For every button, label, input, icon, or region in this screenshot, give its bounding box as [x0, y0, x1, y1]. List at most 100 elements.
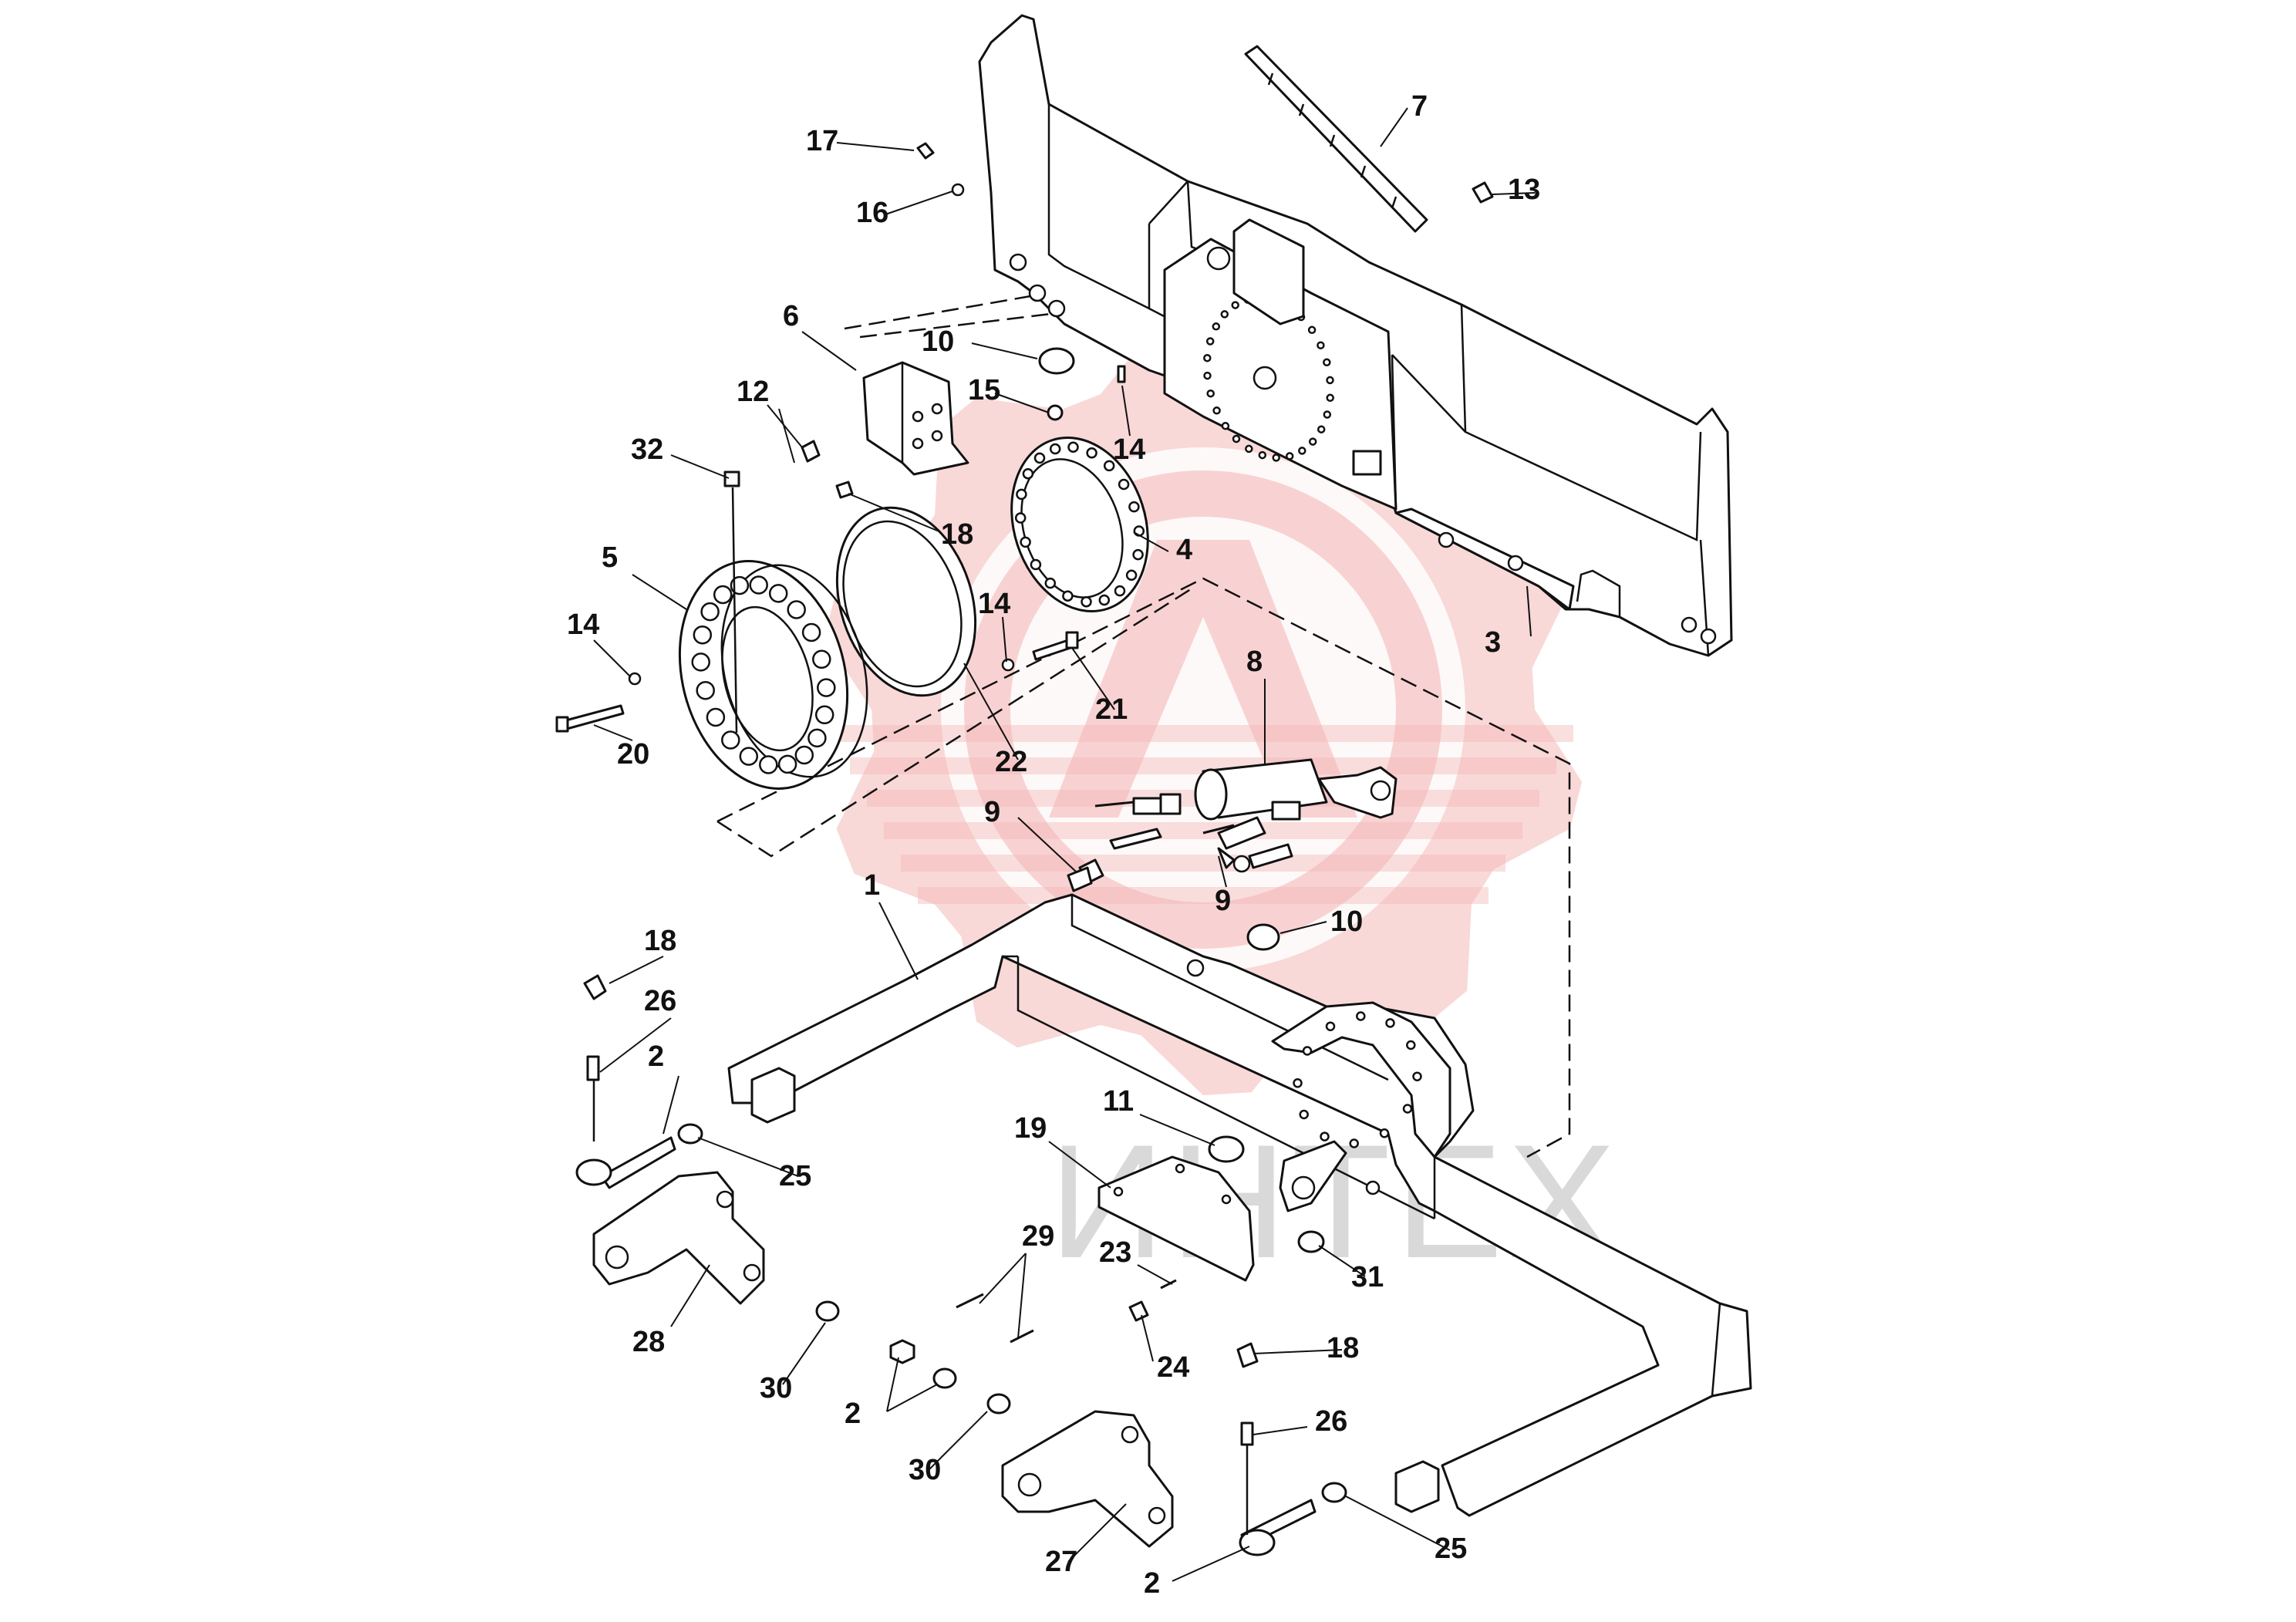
right-arm-assembly [932, 1279, 1347, 1556]
bolt-hole [1299, 1109, 1309, 1120]
part-8-hydraulic-cylinder [1078, 758, 1397, 885]
bolt-hole [1118, 478, 1130, 491]
leader-line [1139, 1114, 1215, 1146]
bolt-hole [1044, 577, 1057, 589]
bolt-hole [759, 755, 778, 774]
bolt-hole [749, 575, 768, 595]
bolt-hole [1033, 452, 1046, 464]
bolt-hole [1258, 450, 1267, 460]
callout-9: 9 [984, 796, 1000, 828]
bolt-hole [1323, 358, 1331, 367]
callout-29: 29 [1022, 1220, 1054, 1253]
bolt-hole [814, 705, 834, 725]
callout-10: 10 [922, 325, 954, 358]
bolt-hole [1098, 594, 1111, 606]
callout-18: 18 [644, 925, 676, 957]
callout-20: 20 [617, 738, 649, 771]
callout-15: 15 [968, 374, 1000, 406]
callout-23: 23 [1099, 1236, 1131, 1269]
callout-26: 26 [644, 985, 676, 1017]
bolt-hole [1402, 1104, 1413, 1114]
bolt-hole [1325, 1021, 1336, 1031]
leader-line [697, 1137, 799, 1177]
callout-17: 17 [806, 125, 838, 157]
callout-32: 32 [631, 433, 663, 466]
callout-14: 14 [978, 588, 1010, 620]
callout-2: 2 [1144, 1567, 1160, 1600]
bolt-hole [1412, 1071, 1422, 1081]
leader-line [836, 142, 915, 151]
leader-line [593, 639, 632, 678]
leader-line [670, 1264, 710, 1327]
bolt-hole [1221, 421, 1230, 430]
callout-14: 14 [1113, 433, 1145, 466]
bolt-hole [739, 747, 759, 766]
leader-line [1318, 1245, 1366, 1277]
bolt-hole [1114, 585, 1126, 597]
part-1-main-frame [727, 893, 1752, 1517]
leader-line [848, 493, 942, 533]
bolt-hole [1132, 548, 1144, 561]
callout-24: 24 [1157, 1351, 1189, 1384]
bolt-hole [794, 745, 814, 765]
ring-bolt-holes [1014, 441, 1145, 608]
bolt-hole [1203, 353, 1212, 363]
callout-28: 28 [632, 1326, 665, 1358]
leader-line [1121, 385, 1131, 437]
leader-line [599, 1017, 672, 1073]
callout-4: 4 [1176, 534, 1192, 566]
bolt-hole [1302, 1046, 1313, 1056]
bolt-hole [1349, 1138, 1359, 1148]
leader-line [1253, 1426, 1308, 1435]
leader-line [963, 663, 1019, 760]
leader-line [782, 1322, 826, 1385]
bolt-hole [1220, 310, 1229, 319]
bolt-hole [1014, 512, 1027, 524]
leader-line [878, 902, 919, 980]
leader-line [1380, 107, 1408, 147]
leader-line [1253, 1349, 1343, 1354]
leader-line [663, 1075, 679, 1135]
callout-5: 5 [602, 541, 618, 574]
bolt-hole [1298, 447, 1306, 455]
leader-line [971, 342, 1038, 359]
callout-21: 21 [1095, 693, 1128, 726]
bolt-hole [1212, 322, 1221, 331]
bolt-hole [807, 728, 827, 748]
callout-13: 13 [1508, 174, 1540, 206]
callout-25: 25 [779, 1160, 811, 1192]
callout-30: 30 [760, 1372, 792, 1404]
bolt-hole [1232, 434, 1241, 443]
bolt-hole [1205, 337, 1215, 346]
bolt-hole [1323, 410, 1332, 419]
leader-line [1017, 1253, 1027, 1339]
bolt-hole [1245, 444, 1253, 454]
bolt-hole [730, 575, 750, 595]
callout-26: 26 [1315, 1405, 1347, 1438]
bolt-hole [1379, 1128, 1390, 1138]
bolt-hole [700, 602, 720, 622]
callout-14: 14 [567, 609, 599, 641]
part-5-slewing-ring [678, 560, 868, 790]
bolt-hole [777, 754, 797, 774]
callout-11: 11 [1103, 1085, 1134, 1118]
bolt-hole [817, 678, 836, 697]
blade-hardware [916, 142, 1494, 421]
callout-7: 7 [1411, 90, 1428, 123]
part-31-bushing [1297, 1230, 1325, 1253]
callout-25: 25 [1435, 1533, 1467, 1565]
callout-3: 3 [1485, 626, 1501, 659]
leader-line [1526, 585, 1532, 637]
leader-line [767, 404, 803, 448]
callout-30: 30 [909, 1454, 941, 1486]
slewing-ring-bolts [691, 575, 836, 774]
part-4-bearing-ring [1010, 437, 1149, 612]
bolt-hole [1231, 301, 1239, 309]
callout-16: 16 [856, 197, 888, 229]
callout-27: 27 [1045, 1546, 1077, 1578]
bolt-hole [1326, 376, 1334, 385]
leader-line [886, 1357, 899, 1412]
leader-line [885, 191, 953, 215]
bolt-hole [721, 730, 740, 750]
leader-line [801, 331, 857, 371]
